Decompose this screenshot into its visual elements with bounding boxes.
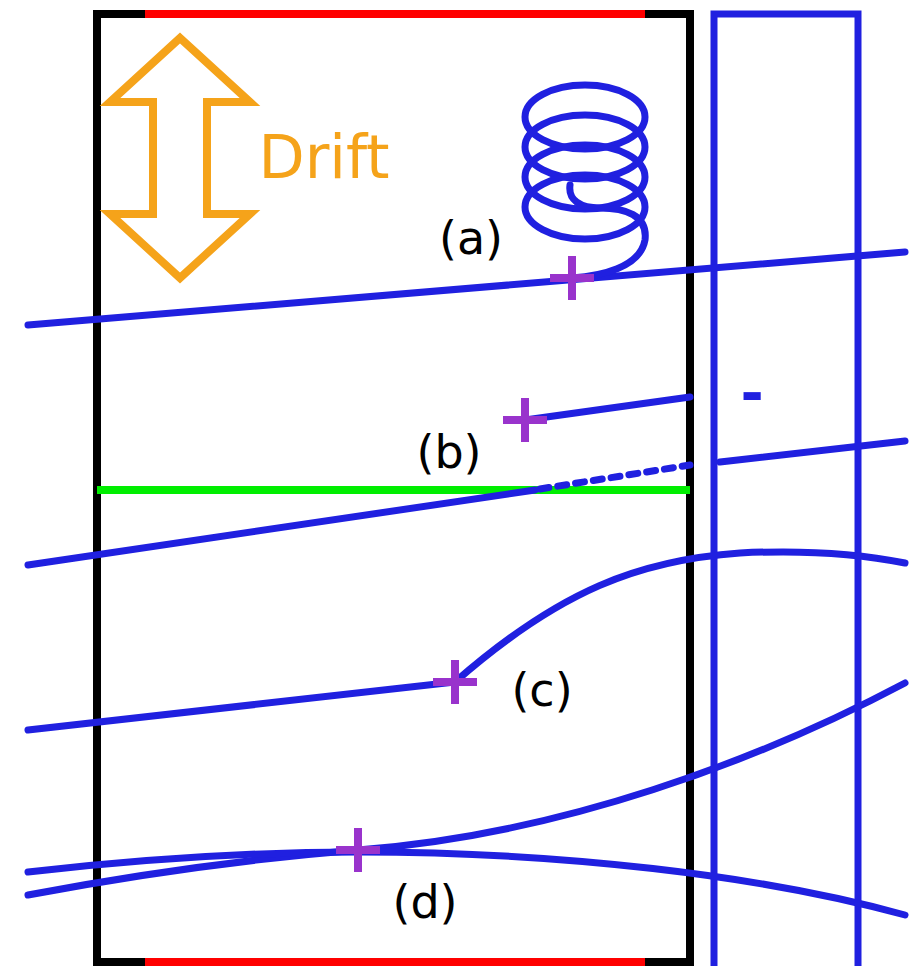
extrapolated-track bbox=[540, 465, 690, 489]
outer-detector bbox=[714, 14, 858, 966]
drift-label: Drift bbox=[258, 127, 389, 187]
track bbox=[720, 441, 905, 462]
track bbox=[28, 252, 905, 325]
callout-label: (b) bbox=[416, 429, 481, 475]
chamber-outline bbox=[97, 14, 690, 962]
track bbox=[28, 682, 455, 730]
track bbox=[525, 397, 690, 420]
red-electrode bbox=[145, 10, 645, 18]
vertex-cross bbox=[550, 274, 594, 282]
callout-label: (d) bbox=[392, 879, 457, 925]
green-plane bbox=[97, 486, 690, 494]
track bbox=[455, 552, 905, 682]
track bbox=[28, 852, 905, 915]
red-electrode bbox=[145, 958, 645, 966]
vertex-cross bbox=[336, 846, 380, 854]
track bbox=[28, 683, 905, 895]
vertex-cross bbox=[433, 678, 477, 686]
callout-label: (a) bbox=[439, 215, 503, 261]
spiral-track bbox=[570, 185, 645, 278]
charge-sign: - bbox=[740, 365, 763, 421]
track bbox=[28, 490, 535, 565]
drift-arrow bbox=[110, 38, 250, 278]
callout-label: (c) bbox=[511, 667, 572, 713]
vertex-cross bbox=[503, 416, 547, 424]
